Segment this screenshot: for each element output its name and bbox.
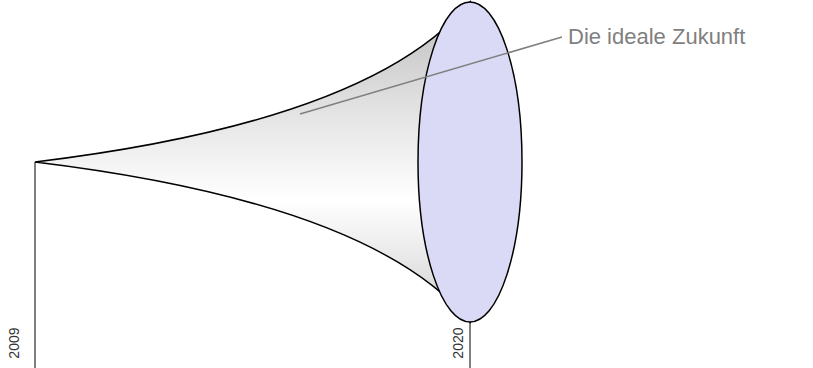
year-label: 2020 (450, 327, 466, 358)
year-label: 2009 (6, 327, 22, 358)
callout-label: Die ideale Zukunft (568, 24, 745, 49)
cone-body (35, 2, 470, 322)
cone-opening (418, 2, 522, 322)
year-marker-line (35, 162, 36, 368)
leader-line (300, 37, 562, 114)
year-marker-line (470, 322, 471, 368)
